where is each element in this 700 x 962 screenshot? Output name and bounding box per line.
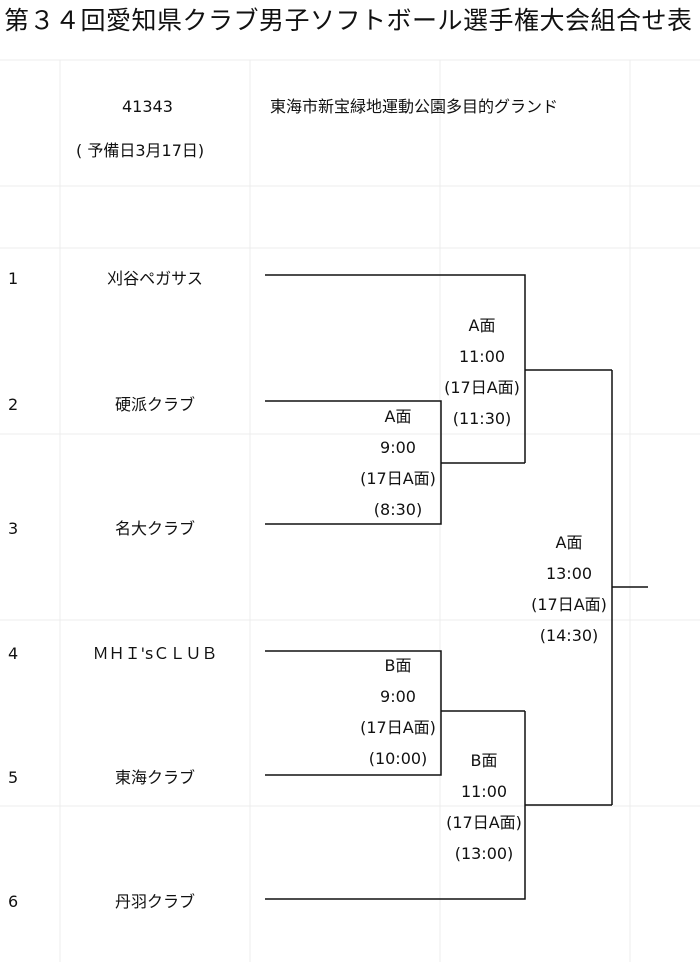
game-reserve: (17日A面) bbox=[531, 595, 607, 614]
game-info-4: B面 11:00 (17日A面) (13:00) bbox=[436, 745, 532, 869]
team-number: 5 bbox=[8, 768, 19, 787]
game-info-3: B面 9:00 (17日A面) (10:00) bbox=[350, 650, 446, 774]
team-name: 硬派クラブ bbox=[114, 395, 195, 414]
event-date: 41343 bbox=[122, 97, 173, 116]
venue: 東海市新宝緑地運動公園多目的グランド bbox=[270, 97, 559, 116]
game-reserve-time: (11:30) bbox=[452, 409, 512, 428]
reserve-day: ( 予備日3月17日) bbox=[76, 141, 205, 160]
game-time: 9:00 bbox=[380, 438, 416, 457]
game-time: 13:00 bbox=[545, 564, 593, 583]
game-reserve: (17日A面) bbox=[444, 378, 520, 397]
game-reserve: (17日A面) bbox=[360, 718, 436, 737]
game-info-final: A面 13:00 (17日A面) (14:30) bbox=[521, 527, 617, 651]
team-name: 刈谷ペガサス bbox=[107, 269, 203, 288]
game-info-2: A面 11:00 (17日A面) (11:30) bbox=[434, 310, 530, 434]
game-time: 11:00 bbox=[460, 782, 508, 801]
page-title: 第３４回愛知県クラブ男子ソフトボール選手権大会組合せ表 bbox=[4, 6, 693, 35]
team-name: 名大クラブ bbox=[114, 519, 195, 538]
game-court: B面 bbox=[384, 656, 412, 675]
team-number: 2 bbox=[8, 395, 19, 414]
bracket-line bbox=[265, 711, 526, 900]
bracket-line bbox=[265, 650, 442, 776]
game-time: 11:00 bbox=[458, 347, 506, 366]
game-court: A面 bbox=[468, 316, 496, 335]
game-reserve-time: (8:30) bbox=[373, 500, 423, 519]
team-name: 東海クラブ bbox=[114, 768, 195, 787]
team-name: 丹羽クラブ bbox=[114, 892, 195, 911]
team-name: ＭＨＩ'sＣＬＵＢ bbox=[92, 644, 218, 663]
game-court: A面 bbox=[555, 533, 583, 552]
game-court: B面 bbox=[470, 751, 498, 770]
game-info-1: A面 9:00 (17日A面) (8:30) bbox=[350, 401, 446, 525]
team-number: 4 bbox=[8, 644, 19, 663]
game-reserve: (17日A面) bbox=[360, 469, 436, 488]
game-time: 9:00 bbox=[380, 687, 416, 706]
game-reserve-time: (14:30) bbox=[539, 626, 599, 645]
game-reserve: (17日A面) bbox=[446, 813, 522, 832]
team-number: 1 bbox=[8, 269, 19, 288]
team-number: 3 bbox=[8, 519, 19, 538]
bracket-line bbox=[265, 274, 526, 463]
game-reserve-time: (10:00) bbox=[368, 749, 428, 768]
game-court: A面 bbox=[384, 407, 412, 426]
game-reserve-time: (13:00) bbox=[454, 844, 514, 863]
team-number: 6 bbox=[8, 892, 19, 911]
